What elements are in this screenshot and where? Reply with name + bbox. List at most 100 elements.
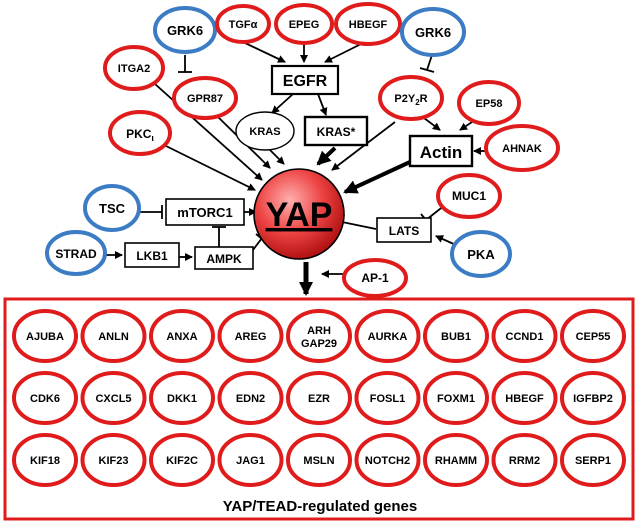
gene-label: CEP55 [576, 331, 611, 343]
gene-label: EDN2 [236, 393, 265, 405]
gene-node: AURKA [354, 309, 421, 363]
gene-label: JAG1 [236, 455, 265, 467]
svg-text:EGFR: EGFR [283, 73, 328, 90]
gene-label: AJUBA [26, 331, 64, 343]
gene-label: NOTCH2 [365, 455, 410, 467]
gene-label: FOSL1 [370, 393, 405, 405]
node-yap: YAP [253, 168, 345, 260]
svg-text:GPR87: GPR87 [187, 93, 223, 105]
edge-hbegf-egfr [324, 41, 366, 63]
gene-label: KIF2C [166, 455, 198, 467]
svg-text:EPEG: EPEG [289, 19, 320, 31]
edge-egfr-krasstar [317, 93, 328, 116]
svg-text:P2Y2R: P2Y2R [394, 93, 427, 107]
svg-text:AHNAK: AHNAK [502, 143, 542, 155]
svg-text:LKB1: LKB1 [136, 249, 168, 263]
gene-label: AREG [235, 331, 267, 343]
node-pka: PKA [450, 230, 512, 278]
svg-text:HBEGF: HBEGF [349, 19, 388, 31]
svg-text:KRAS*: KRAS* [317, 125, 356, 139]
node-hbegf: HBEGF [334, 2, 402, 46]
node-lats: LATS [376, 217, 432, 243]
gene-node: FOXM1 [423, 371, 489, 425]
svg-text:PKA: PKA [467, 247, 495, 262]
gene-node: CDK6 [12, 371, 78, 425]
gene-label: BUB1 [441, 331, 471, 343]
node-kras: KRAS [235, 111, 295, 151]
gene-label: ANXA [166, 331, 197, 343]
svg-text:PKCι: PKCι [126, 127, 154, 143]
edge-krasstar-yap [316, 146, 337, 166]
gene-node: AREG [217, 309, 284, 363]
svg-text:Actin: Actin [420, 143, 463, 162]
svg-text:mTORC1: mTORC1 [177, 205, 232, 220]
gene-node: NOTCH2 [354, 433, 421, 487]
gene-node: ANXA [149, 309, 215, 363]
tbar-grk6-p2y2r [419, 67, 435, 73]
node-epeg: EPEG [274, 3, 334, 45]
svg-text:EP58: EP58 [476, 98, 503, 110]
node-mtorc1: mTORC1 [165, 198, 245, 226]
gene-node: FOSL1 [354, 371, 421, 425]
gene-node: CEP55 [560, 309, 626, 363]
svg-text:YAP: YAP [266, 196, 333, 234]
edge-lats-yap [341, 221, 377, 230]
svg-text:LATS: LATS [389, 224, 419, 238]
gene-node: MSLN [286, 433, 352, 487]
gene-label: KIF18 [30, 455, 60, 467]
gene-node: RHAMM [423, 433, 489, 487]
node-kras-star: KRAS* [303, 115, 369, 147]
node-lkb1: LKB1 [124, 242, 180, 268]
gene-node: CXCL5 [80, 371, 147, 425]
node-ap1: AP-1 [342, 258, 408, 298]
node-pkc: PKCι [108, 110, 172, 156]
gene-node: KIF23 [80, 433, 147, 487]
gene-label: RRM2 [509, 455, 540, 467]
gene-node: SERP1 [560, 433, 626, 487]
gene-label: CDK6 [30, 393, 60, 405]
node-egfr: EGFR [270, 64, 340, 96]
gene-node: RRM2 [491, 433, 558, 487]
gene-panel-title: YAP/TEAD-regulated genes [223, 498, 418, 515]
svg-text:TSC: TSC [99, 201, 126, 216]
node-ahnak: AHNAK [484, 124, 560, 172]
gene-node: ANLN [80, 309, 147, 363]
edge-egfr-kras [271, 93, 294, 114]
svg-text:GRK6: GRK6 [415, 25, 451, 40]
node-muc1: MUC1 [436, 173, 502, 219]
node-tgfa: TGFα [215, 4, 271, 44]
gene-node: BUB1 [423, 309, 489, 363]
gene-label: CXCL5 [95, 393, 131, 405]
gene-node: KIF18 [12, 433, 78, 487]
edges [105, 41, 485, 296]
gene-label: ANLN [98, 331, 129, 343]
gene-label: MSLN [303, 455, 334, 467]
edge-tgfa-egfr [242, 41, 286, 63]
node-grk6-left: GRK6 [153, 6, 217, 54]
gene-label: EZR [308, 393, 330, 405]
gene-label: CCND1 [506, 331, 544, 343]
node-grk6-right: GRK6 [400, 7, 466, 57]
gene-node: HBEGF [491, 371, 558, 425]
svg-text:TGFα: TGFα [229, 19, 258, 31]
edge-grk6-p2y2r [426, 54, 433, 71]
gene-node: CCND1 [491, 309, 558, 363]
gene-label: FOXM1 [437, 393, 475, 405]
gene-label: DKK1 [167, 393, 197, 405]
gene-label: RHAMM [435, 455, 477, 467]
gene-node: AJUBA [12, 309, 78, 363]
gene-node: IGFBP2 [560, 371, 626, 425]
gene-label: IGFBP2 [573, 393, 613, 405]
gene-node: DKK1 [149, 371, 215, 425]
node-ampk: AMPK [194, 246, 254, 270]
gene-node: JAG1 [217, 433, 284, 487]
svg-text:KRAS: KRAS [249, 126, 280, 138]
edge-actin-yap [343, 160, 411, 194]
svg-text:GRK6: GRK6 [167, 23, 203, 38]
gene-node: EZR [286, 371, 352, 425]
svg-text:ITGA2: ITGA2 [118, 63, 150, 75]
node-p2y2r: P2Y2R [378, 75, 444, 121]
